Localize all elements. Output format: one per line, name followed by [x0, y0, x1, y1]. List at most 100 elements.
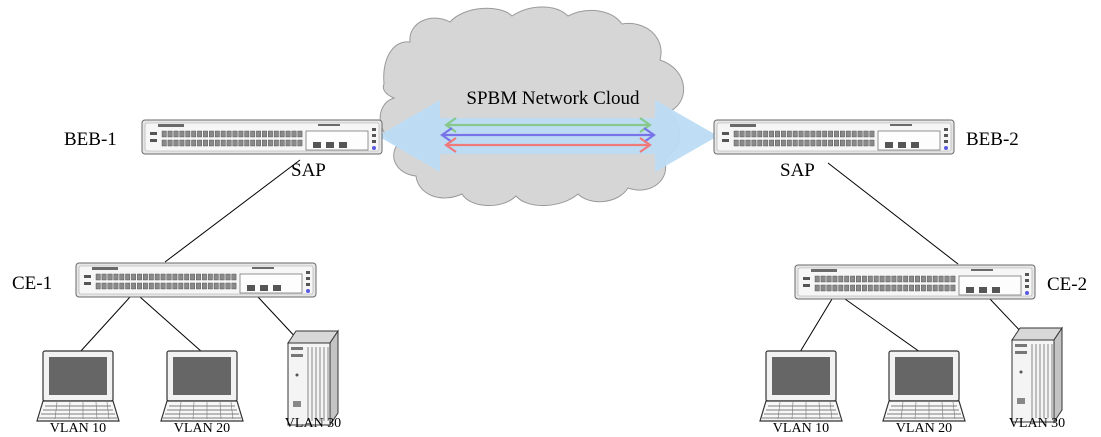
link-ce1-vlan30 [257, 296, 301, 343]
switch-port [214, 130, 220, 138]
switch-port [160, 273, 166, 281]
switch-port [197, 130, 202, 138]
switch-ce1 [75, 262, 317, 298]
switch-port [142, 273, 148, 281]
switch-port [256, 130, 261, 138]
switch-port [191, 139, 197, 147]
switch-port [792, 130, 798, 138]
switch-port [832, 284, 838, 292]
switch-port [220, 130, 226, 138]
switch-port [834, 130, 839, 138]
switch-port [203, 139, 208, 147]
switch-port [167, 139, 173, 147]
switch-port [763, 139, 769, 147]
switch-port [285, 130, 291, 138]
switch-port [810, 130, 816, 138]
switch-port [838, 284, 844, 292]
switch-port [822, 139, 828, 147]
switch-port [167, 130, 173, 138]
switch-port [838, 275, 844, 283]
switch-port [232, 139, 238, 147]
switch-port [926, 275, 932, 283]
switch-port [867, 284, 873, 292]
switch-port [201, 282, 207, 290]
switch-port [207, 273, 213, 281]
beb1-label: BEB-1 [64, 129, 117, 150]
switch-port [291, 139, 297, 147]
ce2-label: CE-2 [1047, 274, 1087, 295]
switch-port [184, 282, 190, 290]
switch-port [863, 130, 869, 138]
switch-port [101, 273, 107, 281]
switch-port [926, 284, 932, 292]
laptop-icon [160, 350, 244, 422]
link-beb1-ce1 [164, 159, 301, 263]
switch-port [225, 282, 231, 290]
switch-port [285, 139, 291, 147]
switch-port [190, 273, 195, 281]
switch-port [184, 273, 190, 281]
switch-port [834, 139, 839, 147]
switch-port [798, 139, 804, 147]
switch-port [751, 139, 757, 147]
service-line-red [444, 137, 652, 153]
switch-port [172, 282, 178, 290]
switch-port [828, 139, 834, 147]
left-vlan20-label: VLAN 20 [174, 421, 230, 436]
switch-port [185, 130, 191, 138]
switch-port [166, 282, 172, 290]
switch-port [733, 130, 739, 138]
switch-port [238, 130, 244, 138]
switch-port [851, 130, 857, 138]
switch-port [867, 275, 873, 283]
switch-port [903, 284, 909, 292]
switch-port [814, 284, 820, 292]
switch-port [250, 139, 256, 147]
switch-port [932, 284, 938, 292]
switch-port [804, 130, 810, 138]
switch-port [173, 139, 179, 147]
link-ce1-vlan20 [139, 296, 203, 353]
switch-port [148, 282, 154, 290]
switch-port [798, 130, 804, 138]
switch-port [739, 130, 745, 138]
switch-port [201, 273, 207, 281]
right-vlan10-label: VLAN 10 [773, 421, 829, 436]
switch-port [125, 273, 131, 281]
switch-port [879, 284, 885, 292]
switch-port [196, 282, 201, 290]
switch-port [137, 273, 142, 281]
switch-port [219, 282, 225, 290]
switch-port [178, 282, 184, 290]
switch-port [745, 139, 751, 147]
switch-port [142, 282, 148, 290]
switch-port [850, 275, 856, 283]
switch-port [844, 284, 850, 292]
switch-port [781, 130, 786, 138]
switch-port [154, 282, 160, 290]
beb1-sap-label: SAP [291, 160, 326, 181]
switch-port [219, 273, 225, 281]
switch-port [769, 139, 775, 147]
switch-port [944, 284, 950, 292]
switch-port [885, 275, 891, 283]
right-vlan30-label: VLAN 30 [1009, 416, 1065, 431]
switch-port [804, 139, 810, 147]
switch-port [857, 139, 863, 147]
service-line-blue [440, 127, 656, 143]
switch-port [862, 284, 867, 292]
switch-port [840, 130, 845, 138]
switch-port [938, 284, 944, 292]
switch-port [273, 139, 279, 147]
switch-port [828, 130, 834, 138]
switch-port [869, 130, 875, 138]
switch-port [775, 139, 780, 147]
switch-port [909, 284, 915, 292]
switch-port [873, 275, 879, 283]
switch-port [213, 273, 219, 281]
switch-port [757, 139, 763, 147]
switch-port [856, 284, 861, 292]
switch-port [885, 284, 891, 292]
